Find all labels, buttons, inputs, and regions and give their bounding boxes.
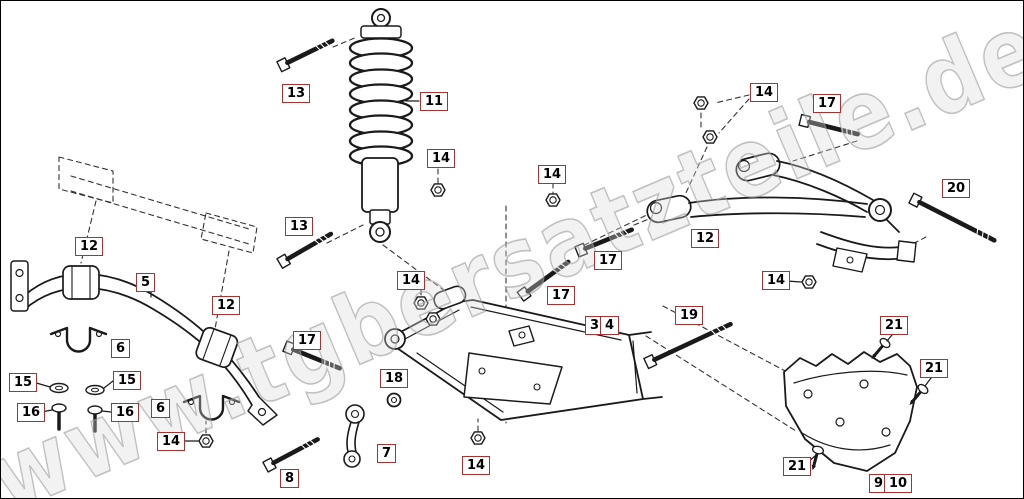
part-label-14[interactable]: 14 xyxy=(750,83,779,102)
stabilizer-link xyxy=(343,404,365,468)
part-label-14[interactable]: 14 xyxy=(157,432,186,451)
part-label-18[interactable]: 18 xyxy=(380,369,409,388)
part-label-21[interactable]: 21 xyxy=(880,316,909,335)
part-label-15[interactable]: 15 xyxy=(113,371,142,390)
part-label-14[interactable]: 14 xyxy=(762,271,791,290)
washer-15-right xyxy=(85,384,105,396)
part-label-4[interactable]: 4 xyxy=(600,316,620,335)
part-label-13[interactable]: 13 xyxy=(285,217,314,236)
part-label-10[interactable]: 10 xyxy=(884,474,913,493)
part-label-7[interactable]: 7 xyxy=(377,444,397,463)
stabilizer-clamp-rear xyxy=(182,394,241,421)
washer-15-left xyxy=(49,382,69,394)
part-label-14[interactable]: 14 xyxy=(427,149,456,168)
part-label-12[interactable]: 12 xyxy=(212,296,241,315)
part-label-6[interactable]: 6 xyxy=(111,339,131,358)
part-label-12[interactable]: 12 xyxy=(75,237,104,256)
part-label-16[interactable]: 16 xyxy=(17,403,46,422)
part-label-21[interactable]: 21 xyxy=(783,457,812,476)
part-label-19[interactable]: 19 xyxy=(675,306,704,325)
bolt-16-left xyxy=(51,403,67,431)
part-label-11[interactable]: 11 xyxy=(420,92,449,111)
stabilizer-bushing-front xyxy=(62,265,100,300)
part-label-14[interactable]: 14 xyxy=(397,271,426,290)
part-label-14[interactable]: 14 xyxy=(538,165,567,184)
part-label-8[interactable]: 8 xyxy=(280,469,300,488)
part-label-12[interactable]: 12 xyxy=(691,229,720,248)
part-label-17[interactable]: 17 xyxy=(547,286,576,305)
part-label-17[interactable]: 17 xyxy=(293,331,322,350)
part-label-21[interactable]: 21 xyxy=(920,359,949,378)
skid-plate xyxy=(783,351,918,472)
part-label-20[interactable]: 20 xyxy=(942,179,971,198)
bolt-16-right xyxy=(87,405,103,433)
part-label-6[interactable]: 6 xyxy=(151,399,171,418)
part-label-13[interactable]: 13 xyxy=(282,84,311,103)
part-label-16[interactable]: 16 xyxy=(111,403,140,422)
part-label-15[interactable]: 15 xyxy=(9,373,38,392)
lower-control-arm xyxy=(384,285,663,421)
part-label-17[interactable]: 17 xyxy=(813,94,842,113)
stabilizer-clamp-front xyxy=(49,326,108,353)
part-label-5[interactable]: 5 xyxy=(136,273,156,292)
shock-absorber xyxy=(348,8,414,243)
upper-control-arm xyxy=(646,152,917,273)
part-label-17[interactable]: 17 xyxy=(594,251,623,270)
part-label-14[interactable]: 14 xyxy=(462,456,491,475)
stabilizer-bushing-rear xyxy=(195,326,239,369)
snap-ring xyxy=(386,392,402,408)
